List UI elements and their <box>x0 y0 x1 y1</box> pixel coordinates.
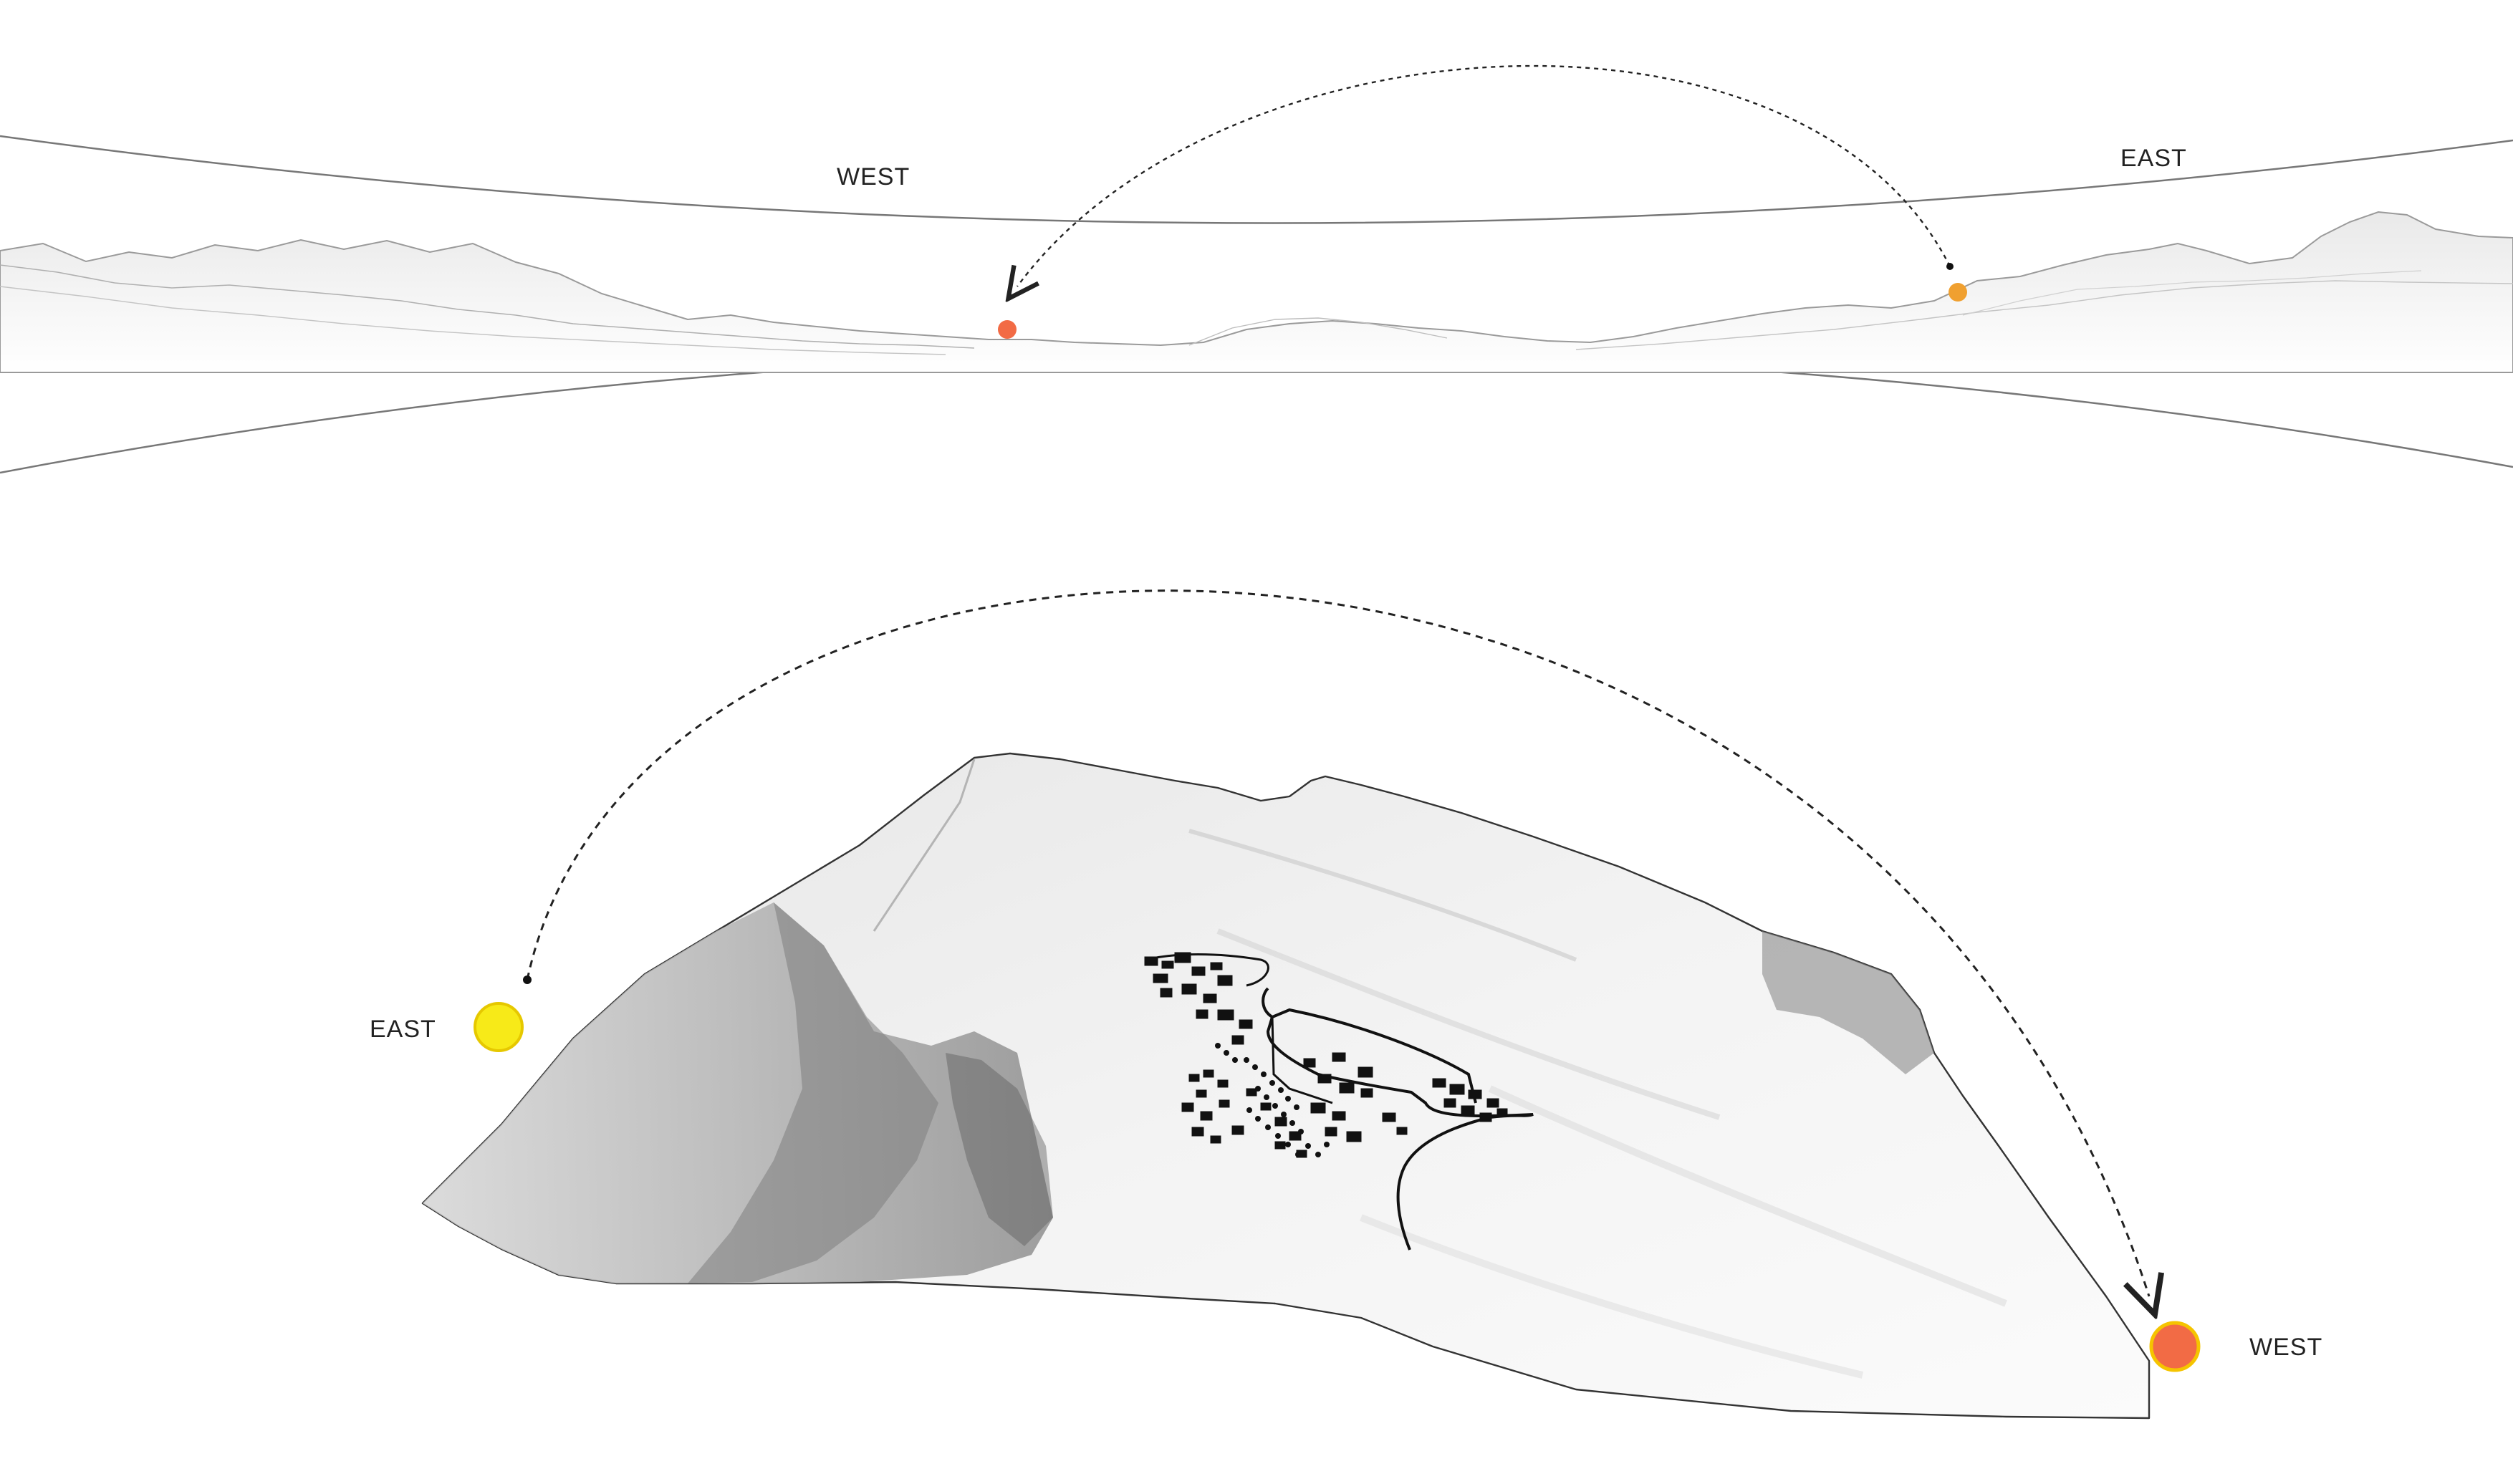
sun-path-arc-panorama <box>1017 64 1951 286</box>
terrain-west-label: WEST <box>2249 1334 2322 1361</box>
arc-start-dot-terrain <box>523 975 532 984</box>
sunset-sun-marker <box>998 320 1017 339</box>
cliff-shadow-right <box>946 1053 1053 1246</box>
building-cluster <box>1144 952 1508 1158</box>
dwelling-dots <box>1215 1043 1330 1157</box>
ridge-shadow <box>688 902 938 1283</box>
terrain-model-view: EAST WEST <box>370 589 2322 1420</box>
sky-dome-line <box>0 135 2513 224</box>
sun-path-arc-terrain <box>526 589 2149 1296</box>
arc-start-dot <box>1946 263 1954 270</box>
panorama-west-label: WEST <box>837 163 910 191</box>
terrain-east-label: EAST <box>370 1016 436 1043</box>
sunrise-sun-marker-terrain <box>474 1002 524 1052</box>
mountain-ridge-panorama <box>0 211 2513 373</box>
panorama-east-label: EAST <box>2120 145 2187 172</box>
sunrise-sun-marker <box>1949 283 1967 302</box>
settlement-plan <box>1144 952 1534 1251</box>
panorama-view: WEST EAST <box>0 64 2513 474</box>
access-road <box>1262 987 1534 1251</box>
sunset-sun-marker-terrain <box>2149 1321 2201 1372</box>
east-edge-face <box>1762 931 1934 1074</box>
